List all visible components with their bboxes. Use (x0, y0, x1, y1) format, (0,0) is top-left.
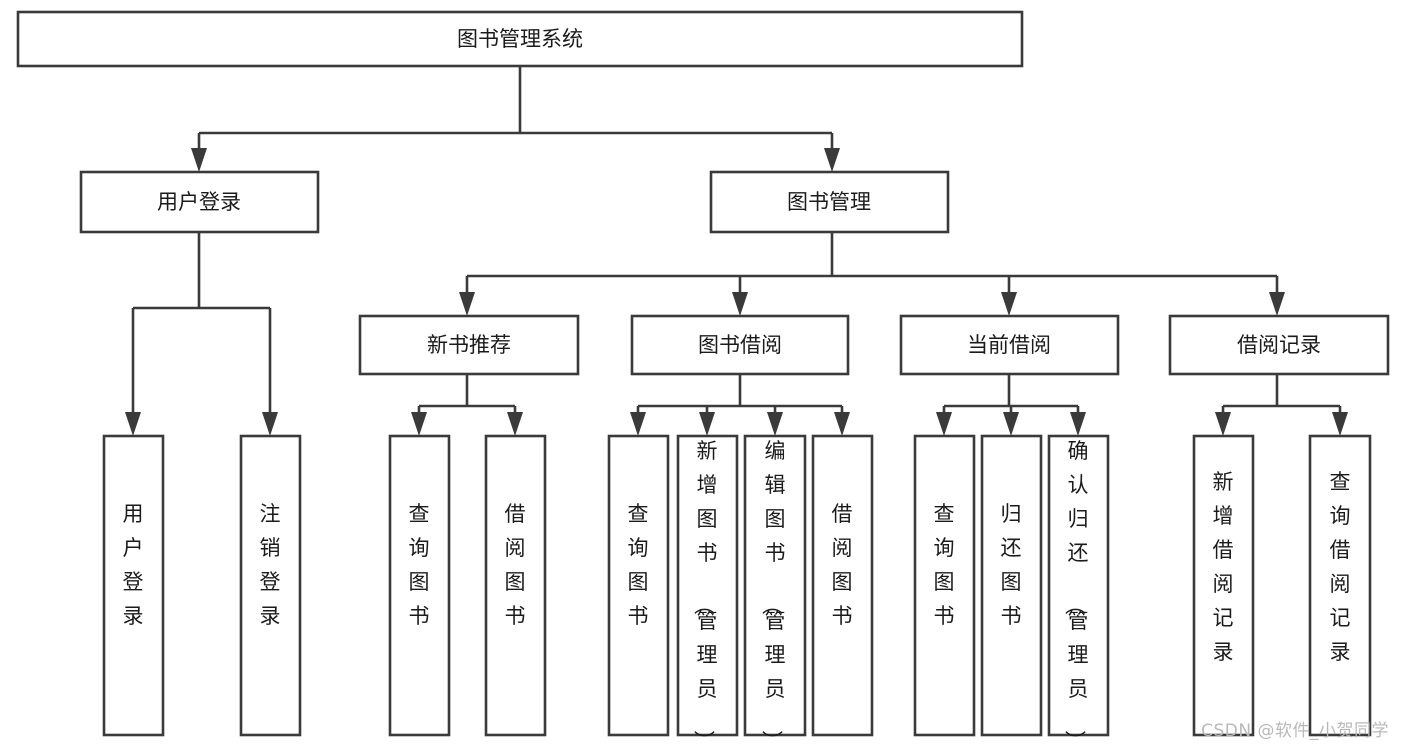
node-current-borrow-label: 当前借阅 (967, 333, 1051, 357)
leaf-node-add-borrow-record[interactable]: 新增借阅记录 (1192, 434, 1255, 737)
arrow-head-icon-leaf-confirm-return-admin (1070, 412, 1086, 436)
csdn-watermark: CSDN @软件_小贺同学 (1201, 721, 1389, 741)
connector-group-current-borrow-to-leaves (936, 374, 1086, 436)
node-root[interactable]: 图书管理系统 (16, 10, 1024, 68)
leaf-node-logout-login[interactable]: 注销登录 (239, 434, 302, 737)
leaf-node-query-book-2-box[interactable] (607, 434, 670, 737)
connector-group-book-borrow-to-leaves (630, 374, 850, 436)
leaf-node-borrow-book-2-label: 借阅图书 (832, 502, 853, 628)
arrow-head-icon-leaf-query-book-1 (411, 412, 427, 436)
arrow-head-icon-borrow-record (1269, 292, 1285, 316)
leaf-node-confirm-return-admin-box[interactable] (1047, 434, 1110, 737)
leaf-node-query-book-3-label: 查询图书 (934, 502, 955, 628)
node-book-borrow[interactable]: 图书借阅 (630, 314, 850, 376)
arrow-head-icon-new-book-recommend (459, 292, 475, 316)
node-current-borrow-box[interactable] (899, 314, 1120, 376)
node-user-login[interactable]: 用户登录 (79, 170, 320, 234)
leaf-node-borrow-book-1-label: 借阅图书 (505, 502, 526, 628)
leaf-node-user-login-label: 用户登录 (123, 502, 144, 628)
leaf-node-edit-book-admin[interactable]: 编辑图书（管理员） (743, 434, 807, 747)
node-root-label: 图书管理系统 (457, 27, 583, 51)
arrow-head-icon-leaf-user-login (125, 412, 141, 436)
leaf-node-user-login[interactable]: 用户登录 (102, 434, 165, 737)
arrow-head-icon-user-login (191, 148, 207, 172)
connector-group-root-to-level2 (191, 66, 840, 172)
leaf-node-borrow-book-2[interactable]: 借阅图书 (811, 434, 874, 737)
arrow-head-icon-leaf-add-borrow-record (1215, 412, 1231, 436)
node-root-box[interactable] (16, 10, 1024, 68)
leaf-node-logout-login-label: 注销登录 (260, 502, 281, 628)
arrow-head-icon-leaf-return-book (1003, 412, 1019, 436)
node-new-book-recommend-label: 新书推荐 (427, 333, 511, 357)
arrow-head-icon-leaf-query-book-3 (936, 412, 952, 436)
leaf-node-borrow-book-1[interactable]: 借阅图书 (484, 434, 547, 737)
leaf-node-query-book-1-box[interactable] (388, 434, 451, 737)
node-book-borrow-box[interactable] (630, 314, 850, 376)
node-user-login-label: 用户登录 (157, 190, 241, 214)
node-book-management-label: 图书管理 (787, 190, 871, 214)
node-borrow-record-box[interactable] (1168, 314, 1390, 376)
leaf-node-add-book-admin-box[interactable] (676, 434, 739, 737)
node-borrow-record[interactable]: 借阅记录 (1168, 314, 1390, 376)
arrow-head-icon-leaf-borrow-book-2 (834, 412, 850, 436)
leaf-node-confirm-return-admin[interactable]: 确认归还（管理员） (1047, 434, 1110, 747)
leaf-node-query-book-2[interactable]: 查询图书 (607, 434, 670, 737)
node-book-management[interactable]: 图书管理 (709, 170, 950, 234)
leaf-node-add-book-admin-label: 新增图书（管理员） (692, 439, 718, 747)
leaf-node-add-borrow-record-box[interactable] (1192, 434, 1255, 737)
node-new-book-recommend[interactable]: 新书推荐 (358, 314, 580, 376)
leaf-node-add-book-admin[interactable]: 新增图书（管理员） (676, 434, 739, 747)
node-user-login-box[interactable] (79, 170, 320, 234)
leaf-node-query-borrow-record[interactable]: 查询借阅记录 (1308, 434, 1372, 737)
leaf-node-return-book-box[interactable] (980, 434, 1043, 737)
connector-group-user-login-to-leaves (125, 232, 278, 436)
leaf-node-add-borrow-record-label: 新增借阅记录 (1213, 470, 1234, 664)
arrow-head-icon-leaf-add-book-admin (699, 412, 715, 436)
leaf-node-edit-book-admin-label: 编辑图书（管理员） (760, 439, 786, 747)
leaf-node-query-book-3-box[interactable] (913, 434, 976, 737)
leaf-node-query-book-2-label: 查询图书 (628, 502, 649, 628)
leaf-node-query-book-1-label: 查询图书 (409, 502, 430, 628)
leaf-node-logout-login-box[interactable] (239, 434, 302, 737)
connector-group-book-management-to-level3 (459, 232, 1285, 316)
leaf-node-query-borrow-record-box[interactable] (1308, 434, 1372, 737)
arrow-head-icon-book-management (824, 148, 840, 172)
leaf-node-borrow-book-2-box[interactable] (811, 434, 874, 737)
connector-group-borrow-record-to-leaves (1215, 374, 1348, 436)
arrow-head-icon-leaf-borrow-book-1 (507, 412, 523, 436)
arrow-head-icon-leaf-edit-book-admin (767, 412, 783, 436)
arrow-head-icon-leaf-logout-login (262, 412, 278, 436)
node-borrow-record-label: 借阅记录 (1237, 333, 1321, 357)
leaf-node-borrow-book-1-box[interactable] (484, 434, 547, 737)
node-book-borrow-label: 图书借阅 (698, 333, 782, 357)
leaf-node-query-book-1[interactable]: 查询图书 (388, 434, 451, 737)
connector-group-new-book-recommend-to-leaves (411, 374, 523, 436)
arrow-head-icon-current-borrow (1001, 292, 1017, 316)
arrow-head-icon-leaf-query-book-2 (630, 412, 646, 436)
leaf-node-return-book-label: 归还图书 (1001, 502, 1022, 628)
arrow-head-icon-leaf-query-borrow-record (1332, 412, 1348, 436)
leaf-node-query-borrow-record-label: 查询借阅记录 (1330, 470, 1351, 664)
leaf-node-confirm-return-admin-label: 确认归还（管理员） (1063, 439, 1089, 747)
node-book-management-box[interactable] (709, 170, 950, 234)
node-current-borrow[interactable]: 当前借阅 (899, 314, 1120, 376)
arrow-head-icon-book-borrow (732, 292, 748, 316)
node-new-book-recommend-box[interactable] (358, 314, 580, 376)
leaf-node-query-book-3[interactable]: 查询图书 (913, 434, 976, 737)
leaf-node-user-login-box[interactable] (102, 434, 165, 737)
leaf-node-edit-book-admin-box[interactable] (743, 434, 807, 737)
leaf-node-return-book[interactable]: 归还图书 (980, 434, 1043, 737)
